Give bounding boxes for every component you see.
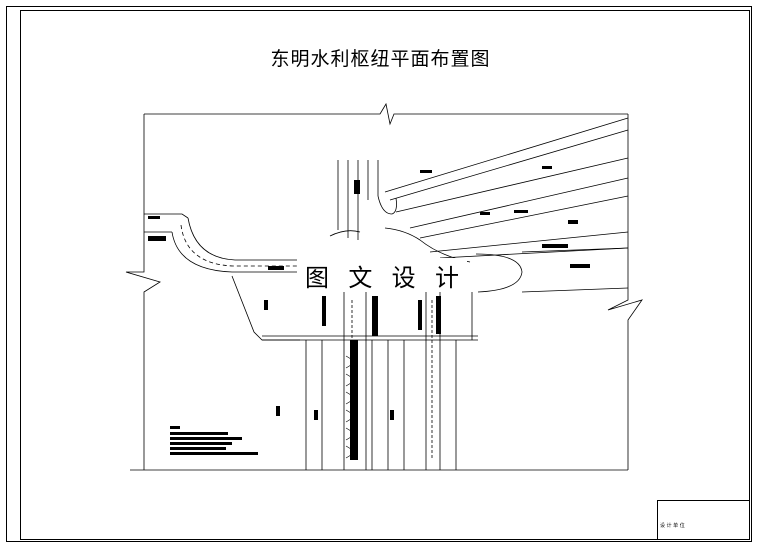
river-edge-5 (419, 195, 629, 239)
watermark-char: 计 (434, 263, 459, 292)
watermark-char: 设 (391, 263, 416, 292)
river-edge-7 (439, 247, 629, 259)
legend-notes (170, 426, 258, 455)
drawing-title: 东明水利枢纽平面布置图 (270, 48, 491, 70)
junction-curve-2 (329, 230, 361, 237)
watermark-char: 文 (348, 263, 373, 292)
site-boundary-top (144, 102, 628, 126)
junction-curve (384, 227, 471, 263)
site-boundary-left (125, 114, 161, 470)
outer-border (6, 6, 752, 542)
river-bank-curve (377, 195, 397, 215)
right-road-bottom (521, 287, 629, 293)
river-edge-3 (395, 157, 629, 213)
river-edge-4 (409, 177, 629, 229)
watermark-char: 图 (305, 263, 329, 292)
left-road-curve-outer (187, 217, 300, 261)
left-road-curve-inner (171, 231, 300, 273)
left-road-curve-mid (180, 224, 300, 267)
inner-border (20, 10, 750, 540)
left-road-edge-top (144, 213, 189, 219)
site-boundary-right (607, 114, 643, 470)
spillway-curve (475, 253, 523, 293)
title-block: 设 计 单 位 (657, 500, 750, 540)
river-edge-2 (389, 129, 629, 201)
annotation-marks (148, 166, 590, 460)
watermark: 图 文 设 计 (297, 258, 467, 292)
river-edge-6 (429, 231, 629, 253)
title-block-label: 设 计 单 位 (660, 523, 685, 529)
river-edge-1 (384, 117, 629, 193)
right-road-top (521, 247, 629, 253)
